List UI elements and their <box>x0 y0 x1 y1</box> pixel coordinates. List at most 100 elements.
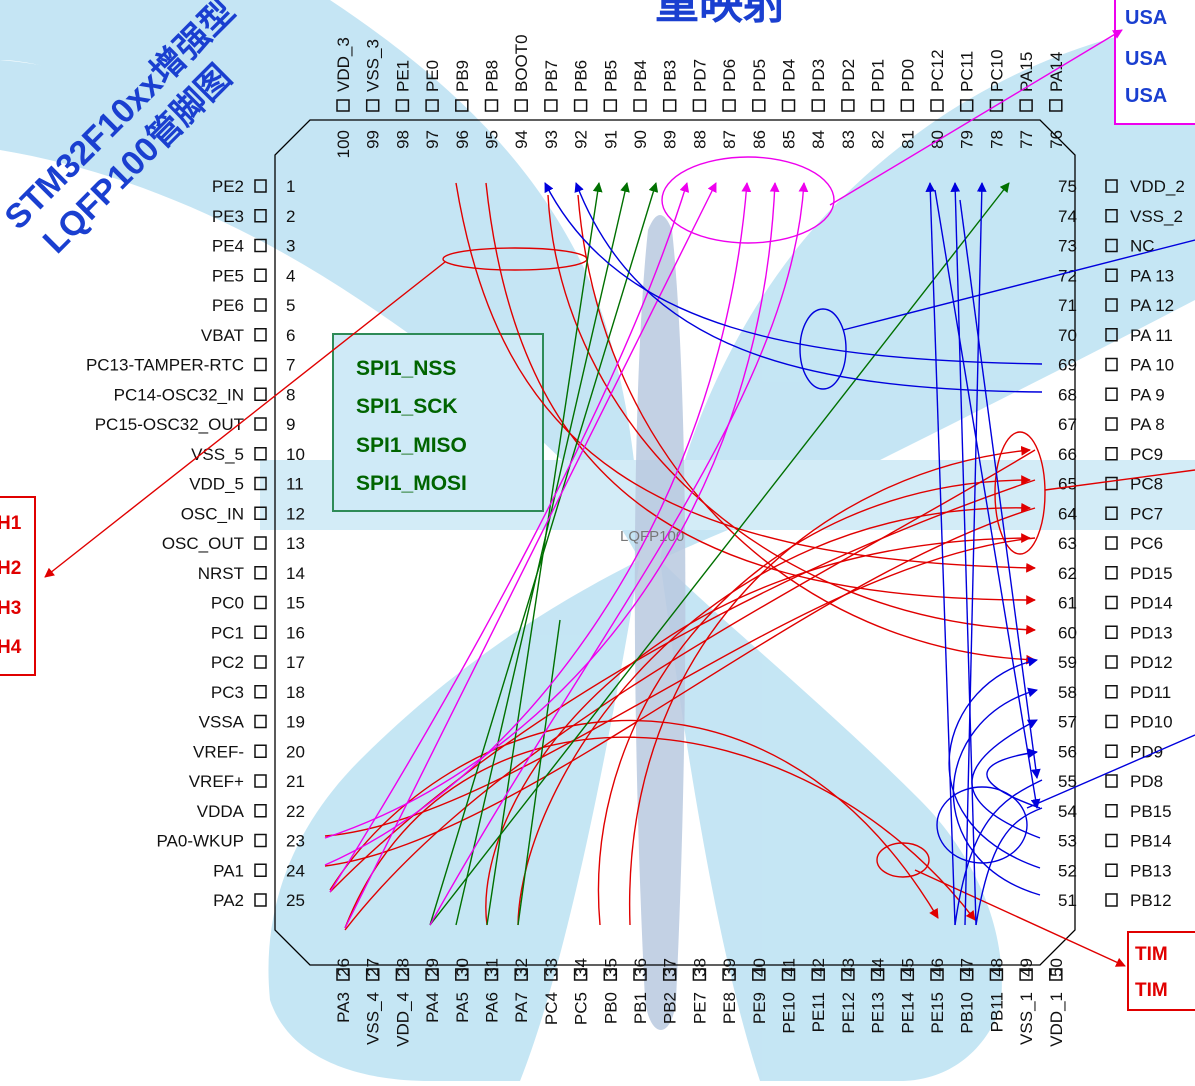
pin-pad <box>455 99 469 112</box>
red-curve-pa7-pc7 <box>517 502 1031 926</box>
pin-name: PA 10 <box>1130 356 1174 375</box>
pin-name: PD7 <box>690 59 709 92</box>
pin-name: PD2 <box>839 59 858 92</box>
pin-name: PA4 <box>423 992 442 1023</box>
pin-pad <box>254 209 267 223</box>
pin-name: VREF- <box>193 742 244 761</box>
pin-name: BOOT0 <box>512 34 531 92</box>
pin-number: 71 <box>1058 296 1077 315</box>
magenta-pointer-usart-box <box>829 29 1123 206</box>
pin-number: 18 <box>286 683 305 702</box>
pin-71: 71 PA 12 <box>1058 296 1174 315</box>
pin-pad <box>254 714 267 729</box>
pin-name: PB3 <box>661 60 680 92</box>
pin-name: PC7 <box>1130 504 1163 523</box>
pin-pad <box>573 968 588 981</box>
pin-number: 70 <box>1058 326 1077 345</box>
pin-number: 68 <box>1058 385 1077 404</box>
pin-number: 9 <box>286 415 295 434</box>
pin-pad <box>254 625 267 639</box>
title-fragment: 重映射 <box>655 0 787 28</box>
pin-pad <box>1019 968 1033 981</box>
pin-pad <box>722 968 736 981</box>
pin-number: 1 <box>286 177 295 196</box>
pin-name: PE2 <box>212 177 244 196</box>
pin-pad <box>752 99 766 112</box>
usart-label-1: USA <box>1125 7 1167 29</box>
pin-pad <box>1105 536 1118 550</box>
pin-name: PA0-WKUP <box>156 832 244 851</box>
butterfly-upper-right-wing <box>660 20 1195 560</box>
pin-pad <box>254 863 267 877</box>
pin-number: 15 <box>286 594 305 613</box>
pin-name: PE3 <box>212 207 244 226</box>
red-curve-pa2-pb10 <box>329 719 939 919</box>
pin-name: PB0 <box>601 992 620 1024</box>
pin-pad <box>781 968 796 981</box>
red-curve-pb9-pd15 <box>455 182 1036 573</box>
pin-number: 59 <box>1058 653 1077 672</box>
pin-pad <box>365 99 380 112</box>
blue-line-pb12-pc10 <box>964 182 987 926</box>
pin-number: 98 <box>393 130 412 149</box>
pin-number: 62 <box>1058 564 1077 583</box>
pin-number: 21 <box>286 772 305 791</box>
red-pointer-right-box <box>1044 469 1195 491</box>
pin-name: PC0 <box>211 594 244 613</box>
pin-name: PC15-OSC32_OUT <box>95 415 244 434</box>
pin-number: 14 <box>286 564 305 583</box>
pin-name: PD5 <box>750 59 769 92</box>
pin-pad <box>254 179 267 193</box>
pin-name: PD13 <box>1130 623 1173 642</box>
pin-name: PA 13 <box>1130 266 1174 285</box>
pin-name: VSS_3 <box>364 39 383 92</box>
pin-pad <box>544 99 558 112</box>
pin-name: PE7 <box>690 992 709 1024</box>
magenta-curve-pa0-pd4 <box>324 182 780 839</box>
pin-name: PD1 <box>869 59 888 92</box>
red-curve-pb7-pd13 <box>547 194 1036 635</box>
pin-number: 6 <box>286 326 295 345</box>
pin-pad <box>254 268 267 282</box>
tim-label-1: TIM <box>1135 944 1168 965</box>
pin-pad <box>1049 99 1063 112</box>
pin-pad <box>254 566 267 580</box>
pin-name: PD8 <box>1130 772 1163 791</box>
pin-number: 100 <box>334 130 353 158</box>
pin-number: 89 <box>661 130 680 149</box>
pin-name: PA 12 <box>1130 296 1174 315</box>
magenta-curve-pa4-pd3 <box>429 182 809 926</box>
pin-pad <box>692 968 707 981</box>
pin-number: 97 <box>423 130 442 149</box>
pin-pad <box>722 99 736 112</box>
pin-pad <box>781 99 796 112</box>
pin-name: PD11 <box>1130 683 1171 702</box>
pin-pad <box>455 968 469 981</box>
pin-name: PD15 <box>1130 564 1173 583</box>
pin-pad <box>254 744 267 758</box>
pin-number: 99 <box>364 130 383 149</box>
